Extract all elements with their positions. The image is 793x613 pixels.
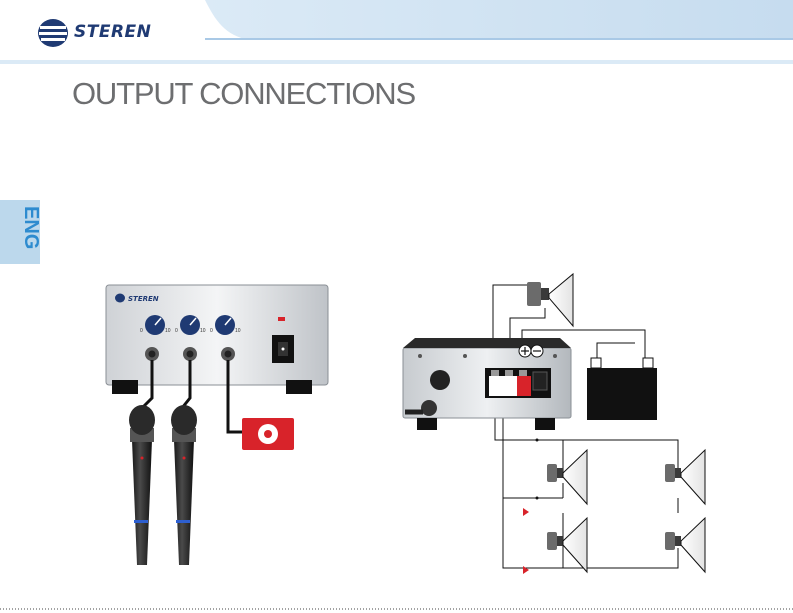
- horn-speaker: [665, 450, 705, 504]
- speaker-terminals[interactable]: [485, 368, 551, 398]
- knob-min-label: 0: [210, 328, 213, 334]
- knob-max-label: 10: [235, 328, 241, 334]
- horn-speaker: [547, 518, 587, 572]
- knob-max-label: 10: [165, 328, 171, 334]
- brand-name: STEREN: [74, 22, 151, 42]
- amplifier-brand: STEREN: [128, 295, 159, 303]
- input-jack[interactable]: [145, 347, 159, 361]
- wireless-microphone: [129, 405, 155, 565]
- plus-icon: [519, 345, 531, 357]
- amplifier-rear-panel: [403, 338, 571, 430]
- volume-knob[interactable]: [215, 315, 235, 335]
- page-title: OUTPUT CONNECTIONS: [72, 76, 415, 112]
- amplifier-logo-icon: [115, 294, 125, 303]
- knob-min-label: 0: [140, 328, 143, 334]
- volume-knob[interactable]: [180, 315, 200, 335]
- steren-logo-icon: [36, 17, 70, 49]
- volume-knob[interactable]: [145, 315, 165, 335]
- language-tab-label: ENG: [1, 206, 39, 249]
- wireless-microphone: [171, 405, 197, 565]
- minus-icon: [531, 345, 543, 357]
- footer-divider: [0, 605, 793, 613]
- battery: [587, 358, 657, 420]
- horn-speaker: [665, 518, 705, 572]
- fuse-holder: [430, 370, 450, 390]
- knob-min-label: 0: [175, 328, 178, 334]
- input-jack[interactable]: [183, 347, 197, 361]
- power-switch[interactable]: [272, 335, 294, 363]
- amplifier: STEREN 0 10 0 10 0 10: [106, 285, 328, 394]
- input-jack[interactable]: [221, 347, 235, 361]
- knob-max-label: 10: [200, 328, 206, 334]
- amplifier-with-inputs-illustration: STEREN 0 10 0 10 0 10: [100, 280, 340, 580]
- power-indicator: [278, 317, 285, 321]
- music-player: [242, 418, 294, 450]
- horn-speaker: [547, 450, 587, 504]
- speaker-wiring-diagram: [395, 268, 775, 588]
